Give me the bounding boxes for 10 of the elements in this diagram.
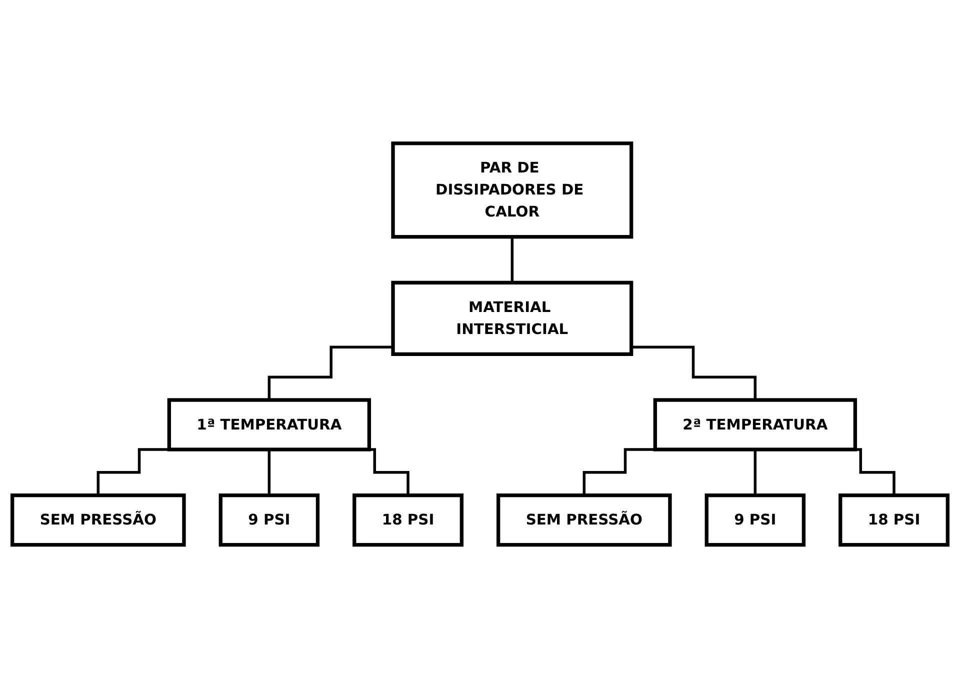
node-box: 18 PSI — [352, 493, 463, 547]
node-box: 1ª TEMPERATURA — [166, 398, 371, 452]
node-box: 9 PSI — [704, 493, 806, 547]
node-box: SEM PRESSÃO — [10, 493, 186, 547]
node-box: PAR DE DISSIPADORES DE CALOR — [390, 141, 633, 239]
node-box: SEM PRESSÃO — [496, 493, 672, 547]
node-box: 2ª TEMPERATURA — [652, 398, 857, 452]
node-box: 9 PSI — [218, 493, 320, 547]
node-box: MATERIAL INTERSTICIAL — [390, 280, 633, 356]
node-box: 18 PSI — [838, 493, 949, 547]
